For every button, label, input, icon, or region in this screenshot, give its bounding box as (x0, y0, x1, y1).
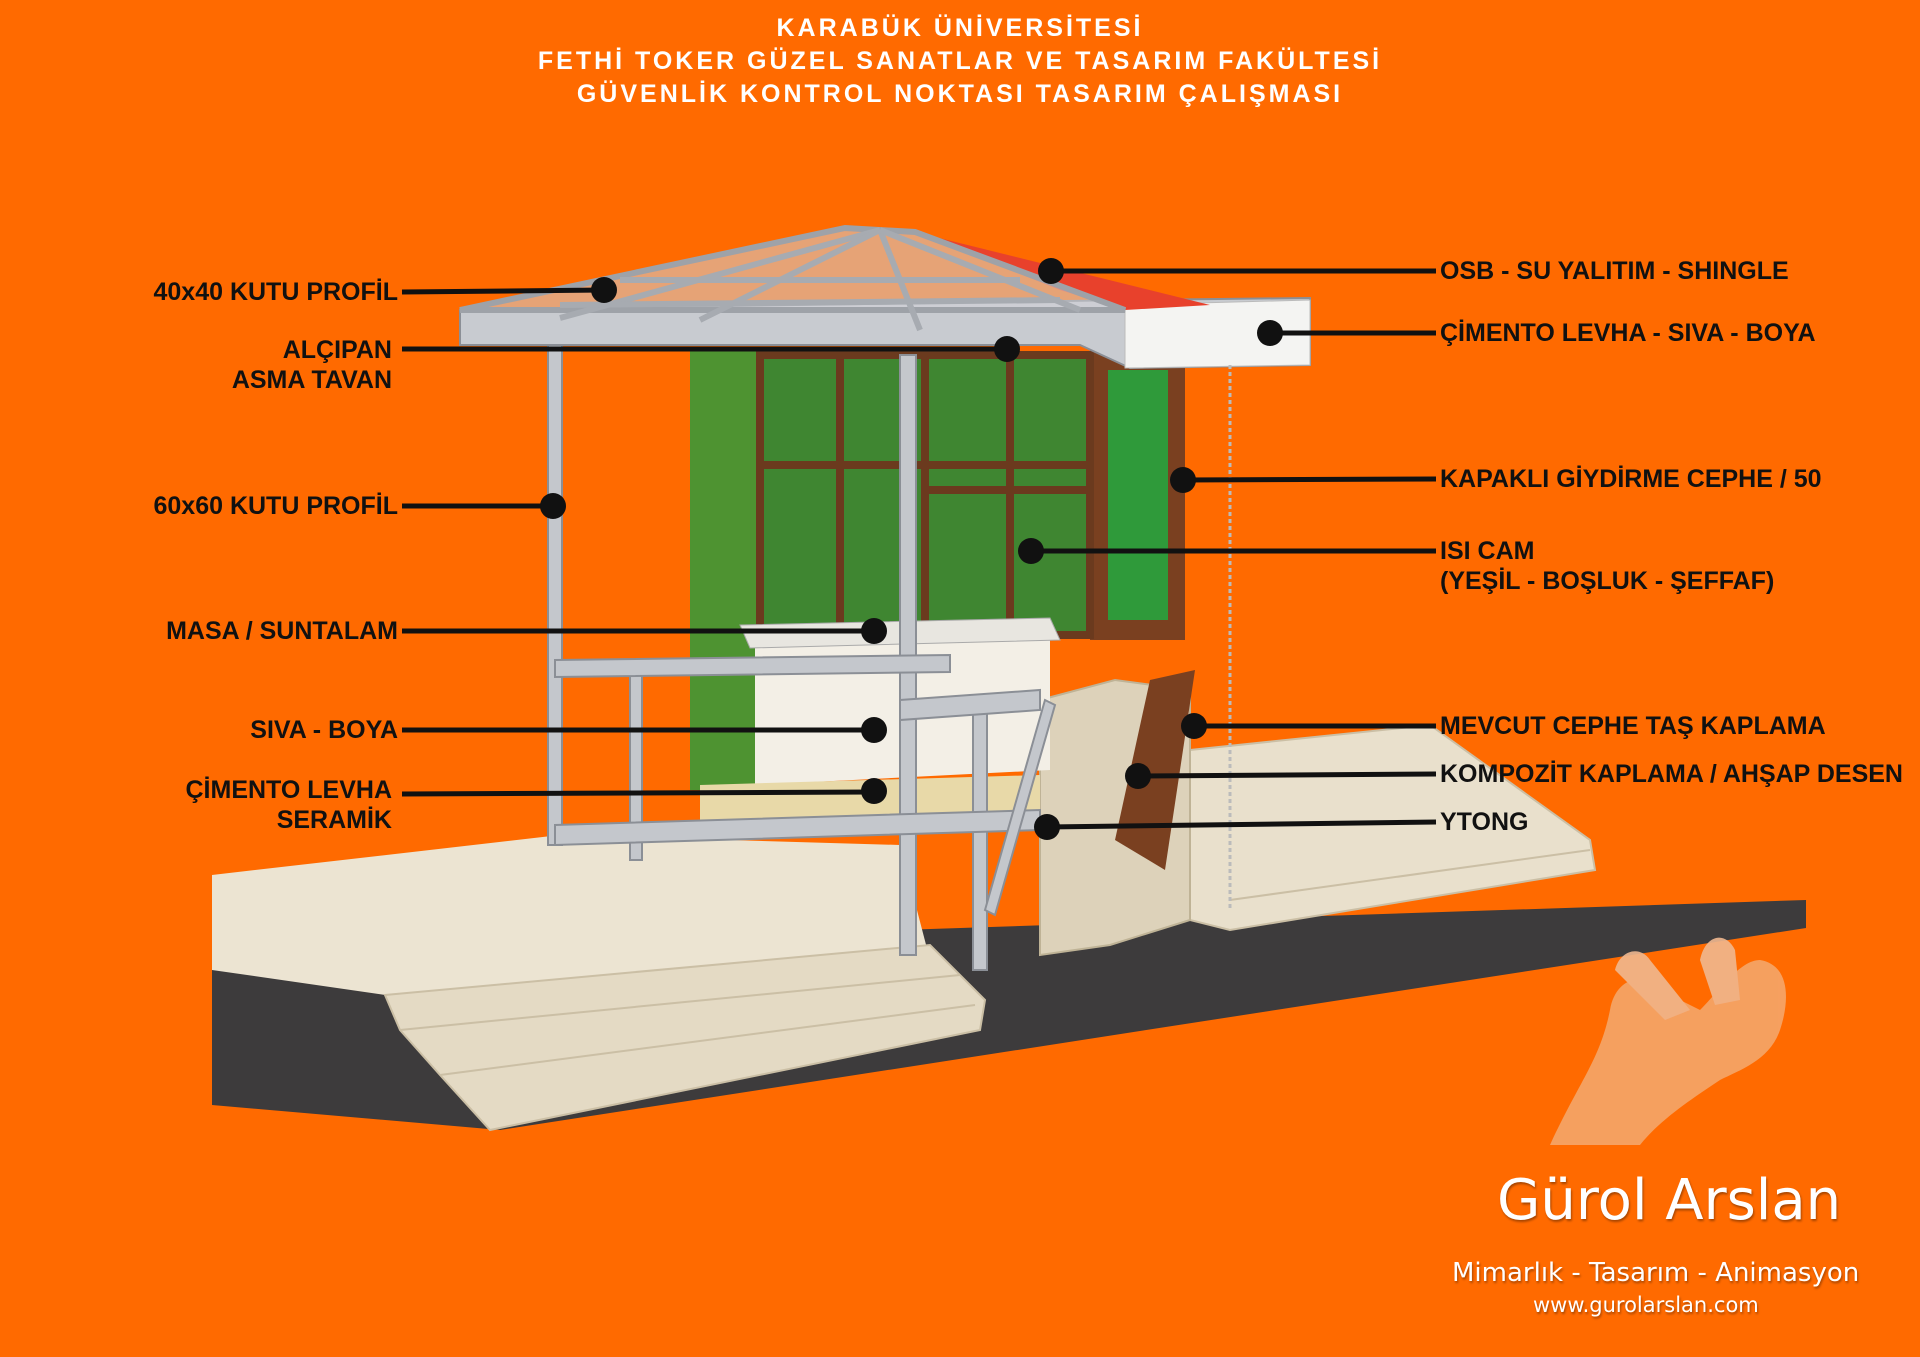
header-title: KARABÜK ÜNİVERSİTESİ FETHİ TOKER GÜZEL S… (0, 12, 1920, 111)
stairs-left (383, 943, 987, 1132)
label-desk: MASA / SUNTALAM (166, 617, 398, 645)
cement-board-fascia (1124, 299, 1311, 369)
steel-frame (547, 344, 1057, 971)
label-cement-board: ÇİMENTO LEVHA - SIVA - BOYA (1440, 319, 1816, 347)
label-cement-ceramic: ÇİMENTO LEVHA SERAMİK (186, 775, 393, 835)
composite-panel (1115, 670, 1195, 870)
label-line: SERAMİK (276, 806, 392, 834)
roof-frame (459, 224, 1127, 313)
label-line: ÇİMENTO LEVHA (185, 776, 393, 804)
label-line: ALÇIPAN (282, 336, 392, 364)
label-ytong: YTONG (1440, 808, 1529, 836)
label-40x40-profile: 40x40 KUTU PROFİL (153, 278, 398, 306)
label-curtain-wall: KAPAKLI GİYDİRME CEPHE / 50 (1440, 465, 1822, 493)
label-line: (YEŞİL - BOŞLUK - ŞEFFAF) (1440, 567, 1775, 595)
label-composite-cladding: KOMPOZİT KAPLAMA / AHŞAP DESEN (1440, 760, 1903, 788)
brand-website: www.gurolarslan.com (1533, 1293, 1759, 1317)
label-line: ASMA TAVAN (231, 366, 392, 394)
brand-tagline: Mimarlık - Tasarım - Animasyon (1452, 1258, 1860, 1288)
leader-dots (540, 258, 1283, 840)
brand-name: Gürol Arslan (1497, 1168, 1842, 1233)
title-line-2: FETHİ TOKER GÜZEL SANATLAR VE TASARIM FA… (537, 47, 1383, 75)
leader-lines (401, 268, 1437, 830)
label-gypsum-ceiling: ALÇIPAN ASMA TAVAN (232, 335, 392, 395)
title-line-1: KARABÜK ÜNİVERSİTESİ (776, 14, 1144, 42)
label-line: ISI CAM (1440, 537, 1535, 565)
label-stone-cladding: MEVCUT CEPHE TAŞ KAPLAMA (1440, 712, 1826, 740)
glass-left (690, 350, 760, 790)
label-plaster-paint: SIVA - BOYA (250, 716, 398, 744)
label-osb-shingle: OSB - SU YALITIM - SHINGLE (1440, 257, 1789, 285)
stone-platform-right (1189, 723, 1597, 932)
title-line-3: GÜVENLİK KONTROL NOKTASI TASARIM ÇALIŞMA… (576, 80, 1344, 108)
label-insulated-glass: ISI CAM (YEŞİL - BOŞLUK - ŞEFFAF) (1440, 536, 1774, 596)
roof-rafters (559, 227, 1082, 332)
hand-logo-icon (1550, 937, 1786, 1145)
label-60x60-profile: 60x60 KUTU PROFİL (153, 492, 398, 520)
